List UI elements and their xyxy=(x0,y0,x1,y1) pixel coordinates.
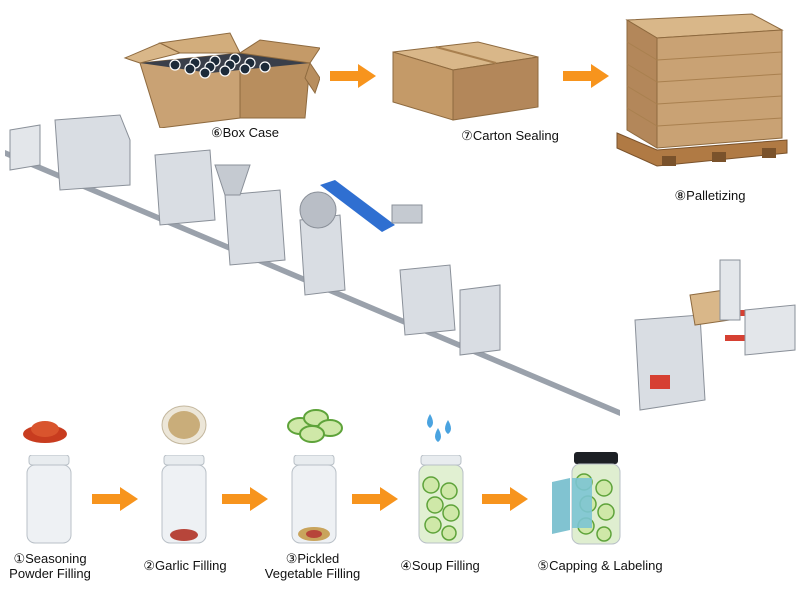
seasoning-label-line2: Powder Filling xyxy=(9,566,91,581)
carton-sealing-label: ⑦Carton Sealing xyxy=(461,128,559,143)
capping-labeling-label: ⑤Capping & Labeling xyxy=(537,558,663,573)
soup-filling-label: ④Soup Filling xyxy=(400,558,480,573)
palletizing-label: ⑧Palletizing xyxy=(674,188,746,203)
arrow-box-to-sealing xyxy=(330,64,376,88)
box-case-label: ⑥Box Case xyxy=(210,125,279,140)
cucumber-slices xyxy=(282,404,348,446)
arrow-step3-to-step4 xyxy=(352,487,398,511)
seasoning-label-line1: ①Seasoning xyxy=(13,551,87,566)
garlic-bowl xyxy=(160,404,208,446)
jar-with-seasoning xyxy=(160,455,208,545)
jar-with-pickled-vegetables xyxy=(417,455,465,545)
seasoning-powder-filling-label: ①Seasoning Powder Filling xyxy=(0,551,100,581)
arrow-step2-to-step3 xyxy=(222,487,268,511)
capped-labeled-jar xyxy=(548,452,628,547)
garlic-filling-label: ②Garlic Filling xyxy=(143,558,227,573)
arrow-sealing-to-palletizing xyxy=(563,64,609,88)
seasoning-powder-pile xyxy=(22,414,68,444)
palletized-cartons-illustration xyxy=(612,8,792,178)
water-droplets xyxy=(420,410,460,446)
arrow-step1-to-step2 xyxy=(92,487,138,511)
pickled-label-line2: Vegetable Filling xyxy=(264,566,361,581)
production-line-illustration xyxy=(0,110,800,430)
pickled-label-line1: ③Pickled xyxy=(285,551,340,566)
sealed-carton-illustration xyxy=(388,22,548,122)
open-box-case-illustration xyxy=(120,18,320,128)
empty-jar-1 xyxy=(25,455,73,545)
pickled-vegetable-filling-label: ③Pickled Vegetable Filling xyxy=(255,551,370,581)
jar-with-garlic xyxy=(290,455,338,545)
arrow-step4-to-step5 xyxy=(482,487,528,511)
